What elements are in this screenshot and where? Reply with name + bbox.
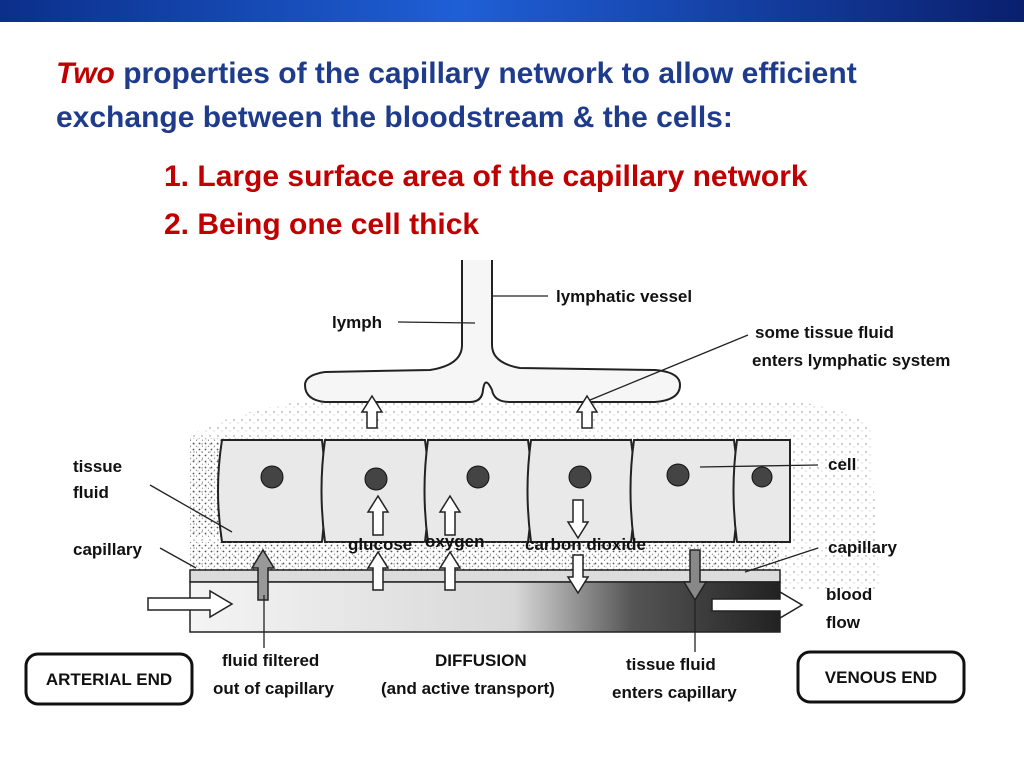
diffusion-label-line1: DIFFUSION [435,651,527,670]
lymph-label: lymph [332,313,382,332]
top-banner-bar [0,0,1024,22]
property-number: 2. [164,208,190,241]
cell-nuclei [260,463,773,491]
property-item-1: 1. Large surface area of the capillary n… [164,153,808,201]
fluid-filtered-label-line1: fluid filtered [222,651,319,670]
venous-end-label: VENOUS END [825,668,937,687]
capillary-label-right: capillary [828,538,898,557]
title-text: Two properties of the capillary network … [56,52,956,140]
cell-label: cell [828,455,856,474]
arrows-into-lymph [360,394,599,429]
arterial-end-label: ARTERIAL END [46,670,172,689]
property-number: 1. [164,160,190,193]
lymphatic-system-label-line2: enters lymphatic system [752,351,950,370]
glucose-label: glucose [348,535,412,554]
lymphatic-vessel-label: lymphatic vessel [556,287,692,306]
carbon-dioxide-arrows-down [566,499,590,595]
carbon-dioxide-label: carbon dioxide [525,535,646,554]
arterial-end-box [24,652,194,706]
title-emphasis: Two [56,57,115,90]
property-item-2: 2. Being one cell thick [164,201,808,249]
property-list: 1. Large surface area of the capillary n… [164,153,808,249]
capillary-label-left: capillary [73,540,143,559]
property-text: Being one cell thick [197,208,480,241]
venous-end-box [796,650,966,704]
blood-flow-label-line2: flow [826,613,861,632]
blood-flow-arrow-right [711,590,804,620]
leader-lines [149,295,819,652]
title-rest: properties of the capillary network to a… [56,57,857,134]
property-text: Large surface area of the capillary netw… [197,160,808,193]
blood-flow-label-line1: blood [826,585,872,604]
capillary-exchange-diagram: lymphatic vessel lymph some tissue fluid… [24,260,966,706]
cell-row [217,439,791,543]
capillary-space [190,542,780,570]
nutrient-arrows-up [366,494,462,591]
diffusion-label-line2: (and active transport) [381,679,555,698]
lymphatic-system-label-line1: some tissue fluid [755,323,894,342]
lymphatic-vessel-shape [303,260,682,403]
blood-vessel-lumen [189,581,781,633]
fluid-filtered-arrow [250,548,276,601]
fluid-filtered-label-line2: out of capillary [213,679,334,698]
oxygen-label: oxygen [425,532,485,551]
tissue-fluid-label-line2: fluid [73,483,109,502]
blood-flow-arrow-left [147,589,234,619]
tissue-fluid-label-line1: tissue [73,457,122,476]
slide-title: Two properties of the capillary network … [56,52,956,140]
tissue-fluid-enters-label-line1: tissue fluid [626,655,716,674]
tissue-fluid-enters-label-line2: enters capillary [612,683,737,702]
tissue-fluid-enters-arrow [682,549,708,602]
